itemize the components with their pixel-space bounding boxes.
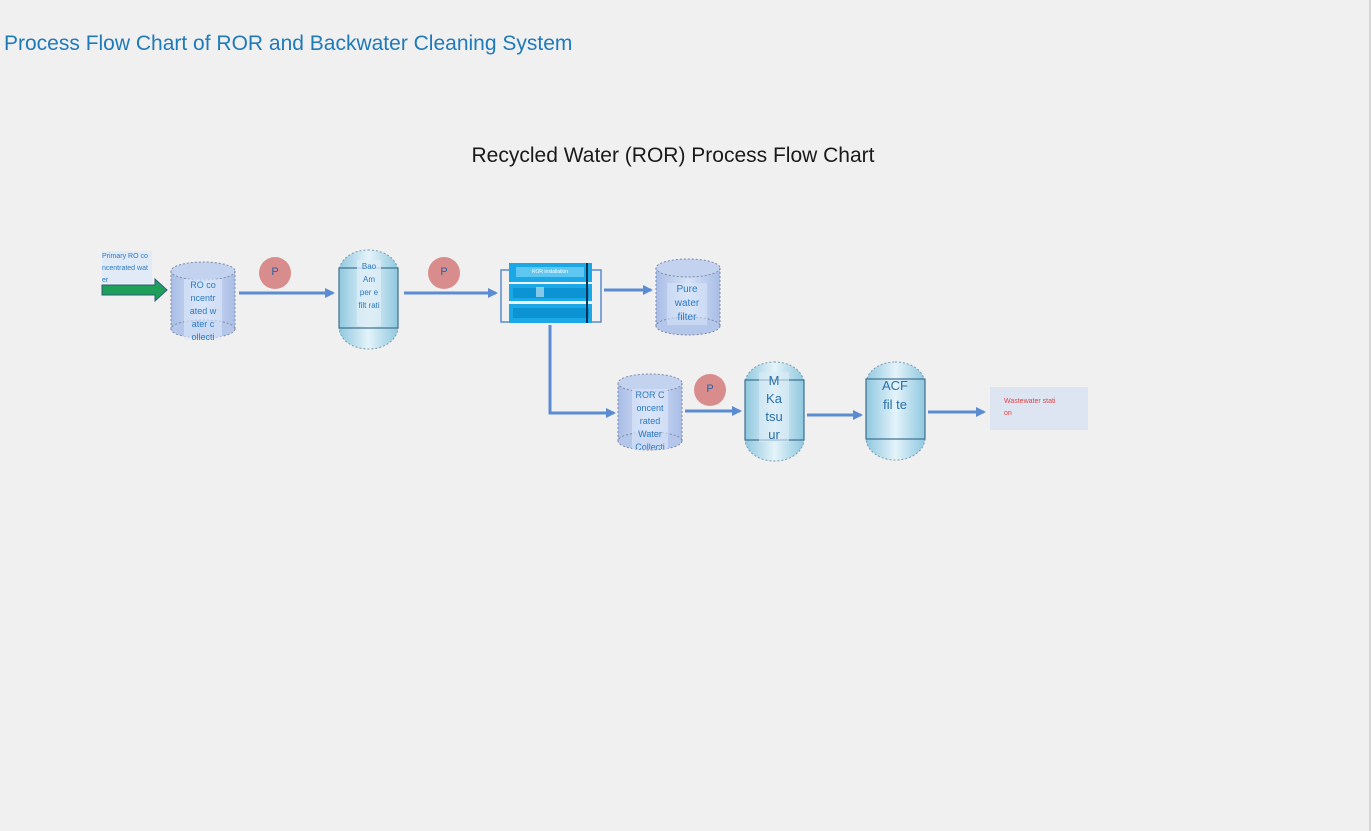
diagram-title: Recycled Water (ROR) Process Flow Chart	[471, 144, 875, 167]
ro-collection-tank-label: RO co ncentr ated w ater c ollecti	[184, 279, 222, 340]
ror-installation-label: ROR installation	[531, 269, 569, 275]
pump-2	[428, 257, 460, 289]
input-label: Primary RO co ncentrated wat er	[102, 251, 152, 283]
pump-2-label: P	[440, 266, 448, 278]
input-arrow	[101, 277, 168, 303]
wastewater-station-box	[990, 387, 1088, 430]
pump-1	[259, 257, 291, 289]
wastewater-station-label: Wastewater stati on	[1004, 398, 1056, 417]
mk-filter-label: M Ka tsu ur	[759, 372, 789, 442]
pump-3-label: P	[706, 383, 714, 395]
acf-filter-label: ACF fil te	[882, 378, 908, 412]
ror-collection-tank-label: ROR C oncent rated Water Collecti	[632, 389, 668, 449]
pump-1-label: P	[271, 266, 279, 278]
concentrate-flow-line	[548, 325, 616, 418]
pure-water-tank-label: Pure water filter	[667, 283, 707, 325]
pump-3	[694, 374, 726, 406]
slide-title: Process Flow Chart of ROR and Backwater …	[4, 32, 573, 55]
bao-filter-label: Bao Am per e filt rati	[357, 260, 381, 326]
acf-filter-vessel	[865, 361, 926, 461]
ror-installation	[500, 263, 602, 323]
page-edge	[1369, 0, 1371, 831]
